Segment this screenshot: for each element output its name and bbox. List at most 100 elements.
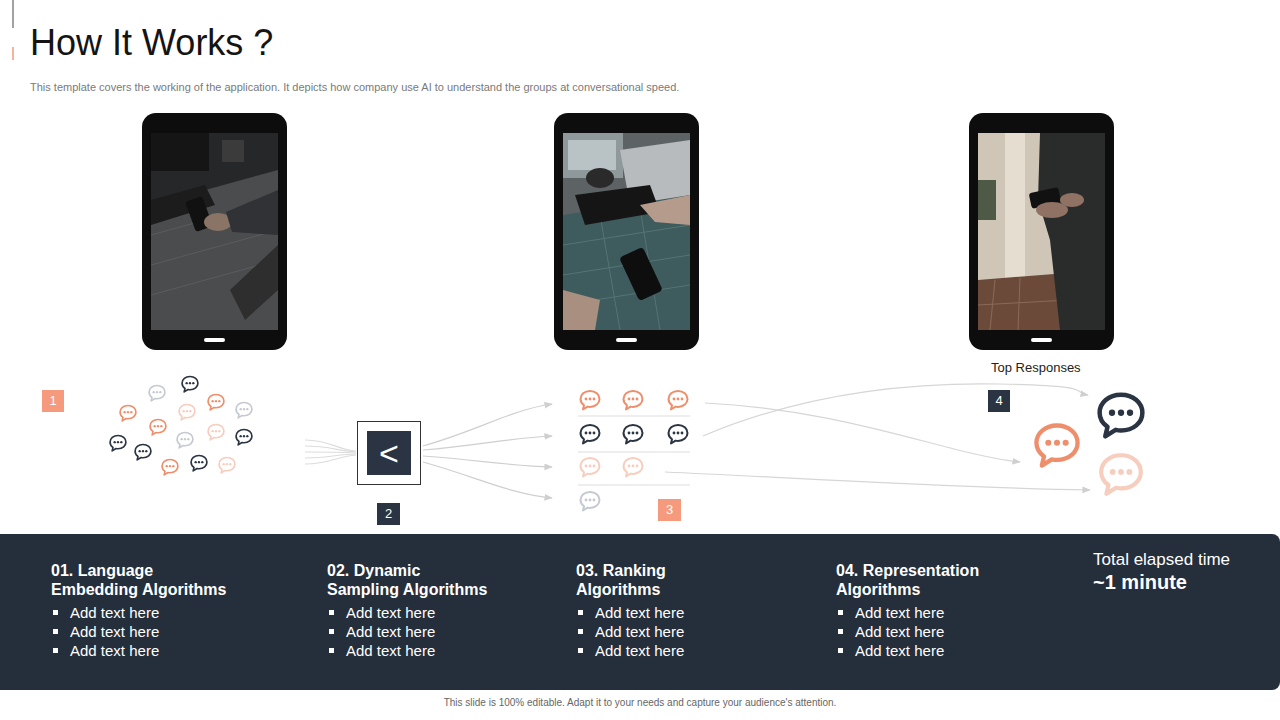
callout-number: 3 [658,499,681,521]
phone-illustration [969,113,1114,350]
chat-bubble-icon [581,391,600,410]
algorithm-column: 04. Representation AlgorithmsAdd text he… [836,561,1001,660]
chat-bubble-icon [624,425,643,444]
bullet-item: Add text here [327,622,494,641]
photo-ground [978,133,1105,330]
photo-ground [563,133,690,330]
phone-photo [151,133,278,330]
callout-number: 1 [42,390,64,412]
algorithm-column: 02. Dynamic Sampling AlgorithmsAdd text … [327,561,494,660]
flow-arrow [423,404,552,446]
phone-photo [978,133,1105,330]
chat-bubble-icon [624,458,643,477]
photo-mouse [586,168,614,188]
photo-grid [563,225,690,245]
photo-screen [568,140,616,170]
chat-bubble-icon [219,458,235,473]
elapsed-label: Total elapsed time [1093,550,1230,570]
flow-arrow [423,462,552,498]
slide-subtitle: This template covers the working of the … [30,81,1030,93]
chat-bubble-icon [581,425,600,444]
bullet-item: Add text here [836,603,1001,622]
photo-grid [600,215,620,330]
photo-hand [1060,193,1084,207]
photo-desk-mat [151,170,278,330]
flow-line [305,440,356,451]
phone-illustration [554,113,699,350]
bullet-item: Add text here [51,603,233,622]
sampler-symbol: < [367,431,411,475]
response-arrows [665,384,1090,490]
elapsed-value: ~1 minute [1093,571,1187,594]
row-separator [578,485,690,486]
photo-plant [222,140,244,162]
chat-bubble-icon [581,492,600,511]
bullet-item: Add text here [836,622,1001,641]
photo-person [1038,133,1105,330]
photo-plant [978,180,996,220]
row-separator [578,416,690,417]
column-heading: 02. Dynamic Sampling Algorithms [327,561,494,599]
photo-hand [640,195,690,225]
phone-home-button [616,338,637,342]
photo-phone [619,247,663,301]
algorithm-column: 03. Ranking AlgorithmsAdd text hereAdd t… [576,561,726,660]
accent-line [12,47,14,60]
bullet-item: Add text here [576,603,726,622]
chat-bubble-icon [149,386,165,401]
bullet-item: Add text here [51,641,233,660]
photo-sleeve [226,190,278,235]
flow-arrow [423,436,552,450]
chat-bubble-icon [150,420,166,435]
chat-bubble-icon [177,433,193,448]
callout-number: 2 [377,503,400,525]
info-band: Total elapsed time~1 minute 01. Language … [0,534,1280,690]
chat-bubble-icon [120,406,136,421]
photo-desk-edge [230,245,278,320]
phone-photo [563,133,690,330]
flow-arrows [423,404,552,498]
column-heading: 01. Language Embedding Algorithms [51,561,233,599]
bullet-item: Add text here [576,622,726,641]
section-label: Top Responses [991,360,1081,375]
algorithm-column: 01. Language Embedding AlgorithmsAdd tex… [51,561,233,660]
flow-arrow [423,456,552,467]
photo-floor-tile [1018,278,1020,330]
column-heading: 04. Representation Algorithms [836,561,1001,599]
photo-floor-tile [990,280,995,330]
bullet-item: Add text here [576,641,726,660]
flow-arrow [705,403,1020,462]
phone-home-button [204,338,225,342]
flow-line [305,446,356,452]
chat-bubble-icon [236,430,252,445]
footer-note: This slide is 100% editable. Adapt it to… [0,697,1280,708]
chat-bubble-icon [135,445,151,460]
chat-bubble-icon [1101,455,1141,494]
flow-line [305,455,356,464]
row-separator [578,452,690,453]
chat-bubble-icon [208,425,224,440]
chat-bubble-icon [208,395,224,410]
bullet-item: Add text here [836,641,1001,660]
chat-bubble-icon [624,391,643,410]
phone-body [554,113,699,350]
chat-bubble-icon [179,405,195,420]
chat-bubble-icon [581,458,600,477]
chat-bubble-icon [1100,395,1143,437]
photo-ground [151,133,278,330]
flow-line [305,452,356,453]
bullet-item: Add text here [327,641,494,660]
column-heading: 03. Ranking Algorithms [576,561,726,599]
callout-number: 4 [988,390,1010,412]
photo-grid [151,230,278,265]
chat-bubble-icon [110,436,126,451]
sampler-box: < [357,421,421,485]
top-responses [1036,395,1142,494]
slide-title: How It Works ? [30,22,273,64]
flow-arrow [665,472,1090,490]
flow-arrow [703,384,1088,436]
chat-bubble-icon [162,460,178,475]
accent-line [13,0,14,28]
